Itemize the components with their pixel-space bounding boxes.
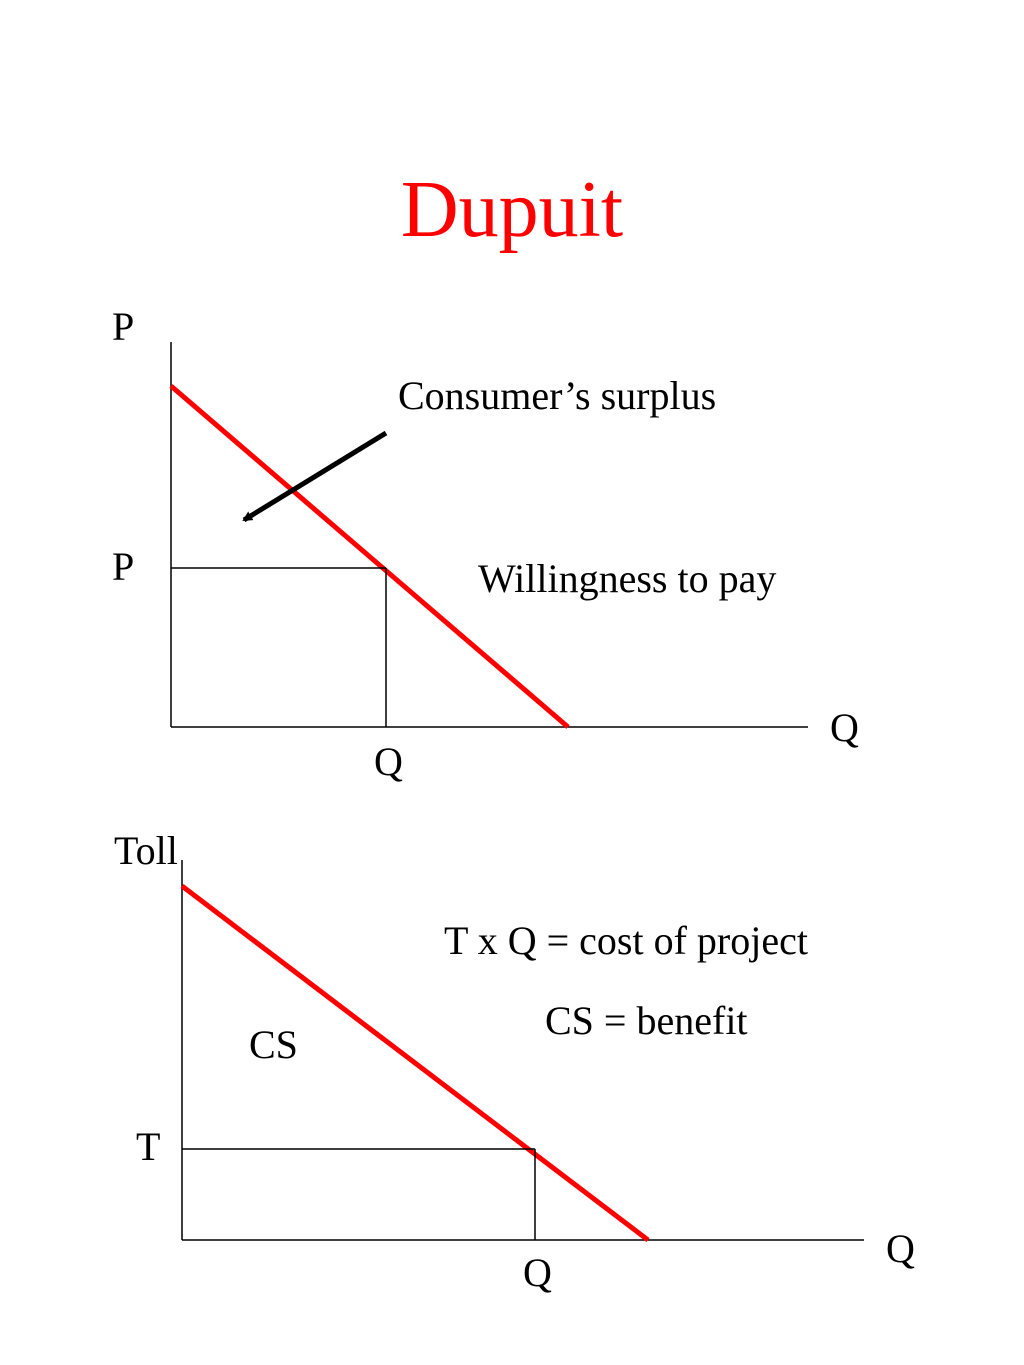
benefit-label: CS = benefit	[545, 998, 748, 1043]
consumer-surplus-label: Consumer’s surplus	[398, 373, 716, 418]
willingness-to-pay-label: Willingness to pay	[478, 556, 776, 601]
top-price-level-label: P	[112, 544, 134, 589]
bottom-diagram: Toll T CS T x Q = cost of project CS = b…	[114, 828, 915, 1295]
top-diagram: P P Q Q Consumer’s surplus Willingness t…	[112, 304, 859, 784]
bottom-demand-line	[180, 884, 650, 1242]
bottom-quantity-level-label: Q	[523, 1250, 552, 1295]
top-demand-line	[169, 384, 570, 729]
top-x-axis-label: Q	[830, 705, 859, 750]
top-quantity-level-label: Q	[374, 739, 403, 784]
toll-level-label: T	[136, 1124, 160, 1169]
cost-of-project-label: T x Q = cost of project	[444, 918, 808, 963]
cs-region-label: CS	[249, 1022, 298, 1067]
bottom-y-axis-label: Toll	[114, 828, 178, 873]
top-y-axis-label: P	[112, 304, 134, 349]
bottom-x-axis-label: Q	[886, 1226, 915, 1271]
slide-title: Dupuit	[400, 166, 624, 254]
consumer-surplus-arrow	[242, 430, 388, 523]
